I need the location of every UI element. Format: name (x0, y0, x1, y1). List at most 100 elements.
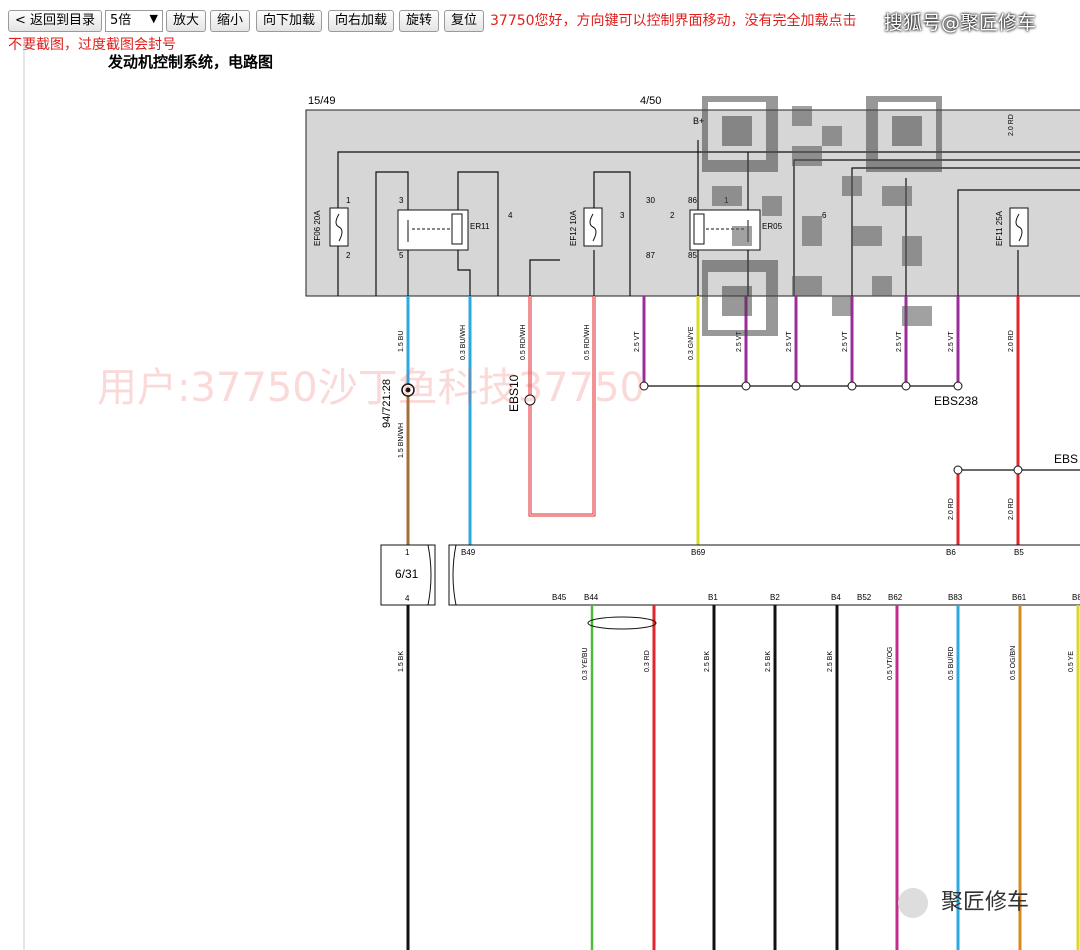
page-ref-right: 4/50 (640, 95, 661, 107)
svg-text:2.5 VT: 2.5 VT (896, 331, 903, 352)
svg-text:0.5 OG/BN: 0.5 OG/BN (1010, 646, 1017, 680)
svg-text:B5: B5 (1014, 548, 1024, 557)
svg-text:B44: B44 (584, 593, 599, 602)
watermark-user: 用户:37750沙丁鱼科技37750 (97, 365, 645, 411)
notice-text: 37750您好，方向键可以控制界面移动，没有完全加载点击 (490, 13, 857, 29)
zoom-select[interactable]: 5倍 ▼ (105, 10, 163, 32)
fuse-symbol-icon (589, 213, 597, 242)
load-right-button[interactable]: 向右加载 (328, 10, 394, 32)
svg-text:2.5 VT: 2.5 VT (842, 331, 849, 352)
terminal-label: 3 (399, 196, 404, 205)
svg-text:2.5 VT: 2.5 VT (736, 331, 743, 352)
svg-text:4: 4 (405, 594, 410, 603)
terminal-label: 5 (399, 251, 404, 260)
relay-link-line (457, 171, 499, 296)
splice-ebs10-label: EBS10 (507, 374, 521, 412)
svg-text:B83: B83 (948, 593, 963, 602)
lower-wire-labels: 1.5 BK 0.3 YE/BU 0.3 RD 2.5 BK 2.5 BK 2.… (398, 646, 1075, 680)
svg-text:B2: B2 (770, 593, 780, 602)
svg-text:0.5 BU/RD: 0.5 BU/RD (948, 647, 955, 680)
reset-button[interactable]: 复位 (444, 10, 484, 32)
terminal-label: 2 (346, 251, 351, 260)
rotate-button[interactable]: 旋转 (399, 10, 439, 32)
terminal-label: 4 (508, 211, 513, 220)
chevron-down-icon: ▼ (149, 12, 158, 25)
qr-code-icon (702, 96, 942, 336)
connector-pin-icon (405, 387, 411, 393)
watermark-top: 搜狐号@聚匠修车 (884, 12, 1037, 34)
svg-text:2.0 RD: 2.0 RD (1008, 498, 1015, 520)
svg-text:2.0 RD: 2.0 RD (948, 498, 955, 520)
relay-coil-icon (451, 213, 463, 245)
terminal-label: 30 (646, 196, 655, 205)
watermark-bottom-text: 聚匠修车 (941, 890, 1030, 915)
svg-text:2.0 RD: 2.0 RD (1008, 114, 1015, 136)
svg-text:B49: B49 (461, 548, 476, 557)
connector-break-icon (427, 544, 432, 606)
svg-text:2.5 BK: 2.5 BK (704, 651, 711, 672)
svg-text:1: 1 (405, 548, 410, 557)
zoom-out-button[interactable]: 缩小 (210, 10, 250, 32)
connector-94-721-label: 94/721:28 (381, 379, 393, 428)
svg-text:0.3 BU/WH: 0.3 BU/WH (460, 325, 467, 360)
svg-text:0.5 RD/WH: 0.5 RD/WH (584, 325, 591, 360)
zoom-in-button[interactable]: 放大 (166, 10, 206, 32)
splice-ebs10[interactable] (524, 394, 536, 406)
fuse-line (529, 259, 560, 296)
svg-text:0.5 YE: 0.5 YE (1068, 651, 1075, 672)
terminal-label: 6 (822, 211, 827, 220)
svg-text:2.5 BK: 2.5 BK (827, 651, 834, 672)
connector-6-31[interactable] (380, 544, 436, 606)
terminal-label: 1 (346, 196, 351, 205)
svg-text:2.5 BK: 2.5 BK (765, 651, 772, 672)
terminal-label: 87 (646, 251, 655, 260)
splice-ebs238-label: EBS238 (934, 394, 978, 408)
fuse-line (593, 171, 631, 296)
watermark-bottom: 聚匠修车 (898, 884, 1029, 918)
fuse-ef12-label: EF12 10A (569, 210, 578, 246)
page-ref-left: 15/49 (308, 95, 336, 107)
back-to-catalog-button[interactable]: < 返回到目录 (8, 10, 102, 32)
load-down-button[interactable]: 向下加载 (256, 10, 322, 32)
fuse-symbol-icon (335, 213, 343, 242)
svg-text:0.3 GN/YE: 0.3 GN/YE (688, 326, 695, 360)
bus-line (337, 151, 1080, 296)
terminal-label: 2 (670, 211, 675, 220)
zoom-value: 5倍 (110, 13, 132, 28)
twisted-pair-icon (587, 616, 657, 630)
ecu-connector[interactable] (448, 544, 1080, 606)
svg-text:0.5 RD/WH: 0.5 RD/WH (520, 325, 527, 360)
battery-label: B+ (693, 116, 704, 126)
svg-text:2.0 RD: 2.0 RD (1008, 330, 1015, 352)
upper-wire-labels: 1.5 BU 0.3 BU/WH 0.5 RD/WH 0.5 RD/WH 2.5… (398, 114, 1015, 520)
relay-out-line (457, 250, 471, 296)
relay-coil-icon (693, 213, 705, 245)
splice-point (953, 465, 963, 475)
splice-points (639, 381, 963, 391)
svg-text:1.5 BN/WH: 1.5 BN/WH (398, 423, 405, 458)
connector-pin-labels: 1 B49 B69 B6 B5 4 B45 B44 B1 B2 B4 B52 B… (405, 548, 1080, 603)
relay-er11[interactable] (397, 209, 469, 251)
svg-text:B8: B8 (1072, 593, 1080, 602)
fuse-ef11-label: EF11 25A (995, 210, 1004, 246)
svg-text:B62: B62 (888, 593, 903, 602)
warning-text: 不要截图，过度截图会封号 (8, 37, 176, 53)
relay-er05-label: ER05 (762, 222, 783, 231)
wechat-logo-icon (898, 888, 928, 918)
svg-text:B4: B4 (831, 593, 841, 602)
svg-text:B1: B1 (708, 593, 718, 602)
relay-feed-line (375, 171, 409, 296)
relay-er11-label: ER11 (470, 222, 490, 231)
svg-text:2.5 VT: 2.5 VT (634, 331, 641, 352)
svg-text:B69: B69 (691, 548, 706, 557)
svg-text:0.3 RD: 0.3 RD (644, 650, 651, 672)
bus-line (957, 189, 1080, 296)
svg-text:1.5 BK: 1.5 BK (398, 651, 405, 672)
svg-text:2.5 VT: 2.5 VT (786, 331, 793, 352)
svg-text:B61: B61 (1012, 593, 1027, 602)
terminal-label: 3 (620, 211, 625, 220)
svg-text:2.5 VT: 2.5 VT (948, 331, 955, 352)
fuse-box (305, 109, 1080, 297)
diagram-title: 发动机控制系统，电路图 (108, 53, 274, 71)
